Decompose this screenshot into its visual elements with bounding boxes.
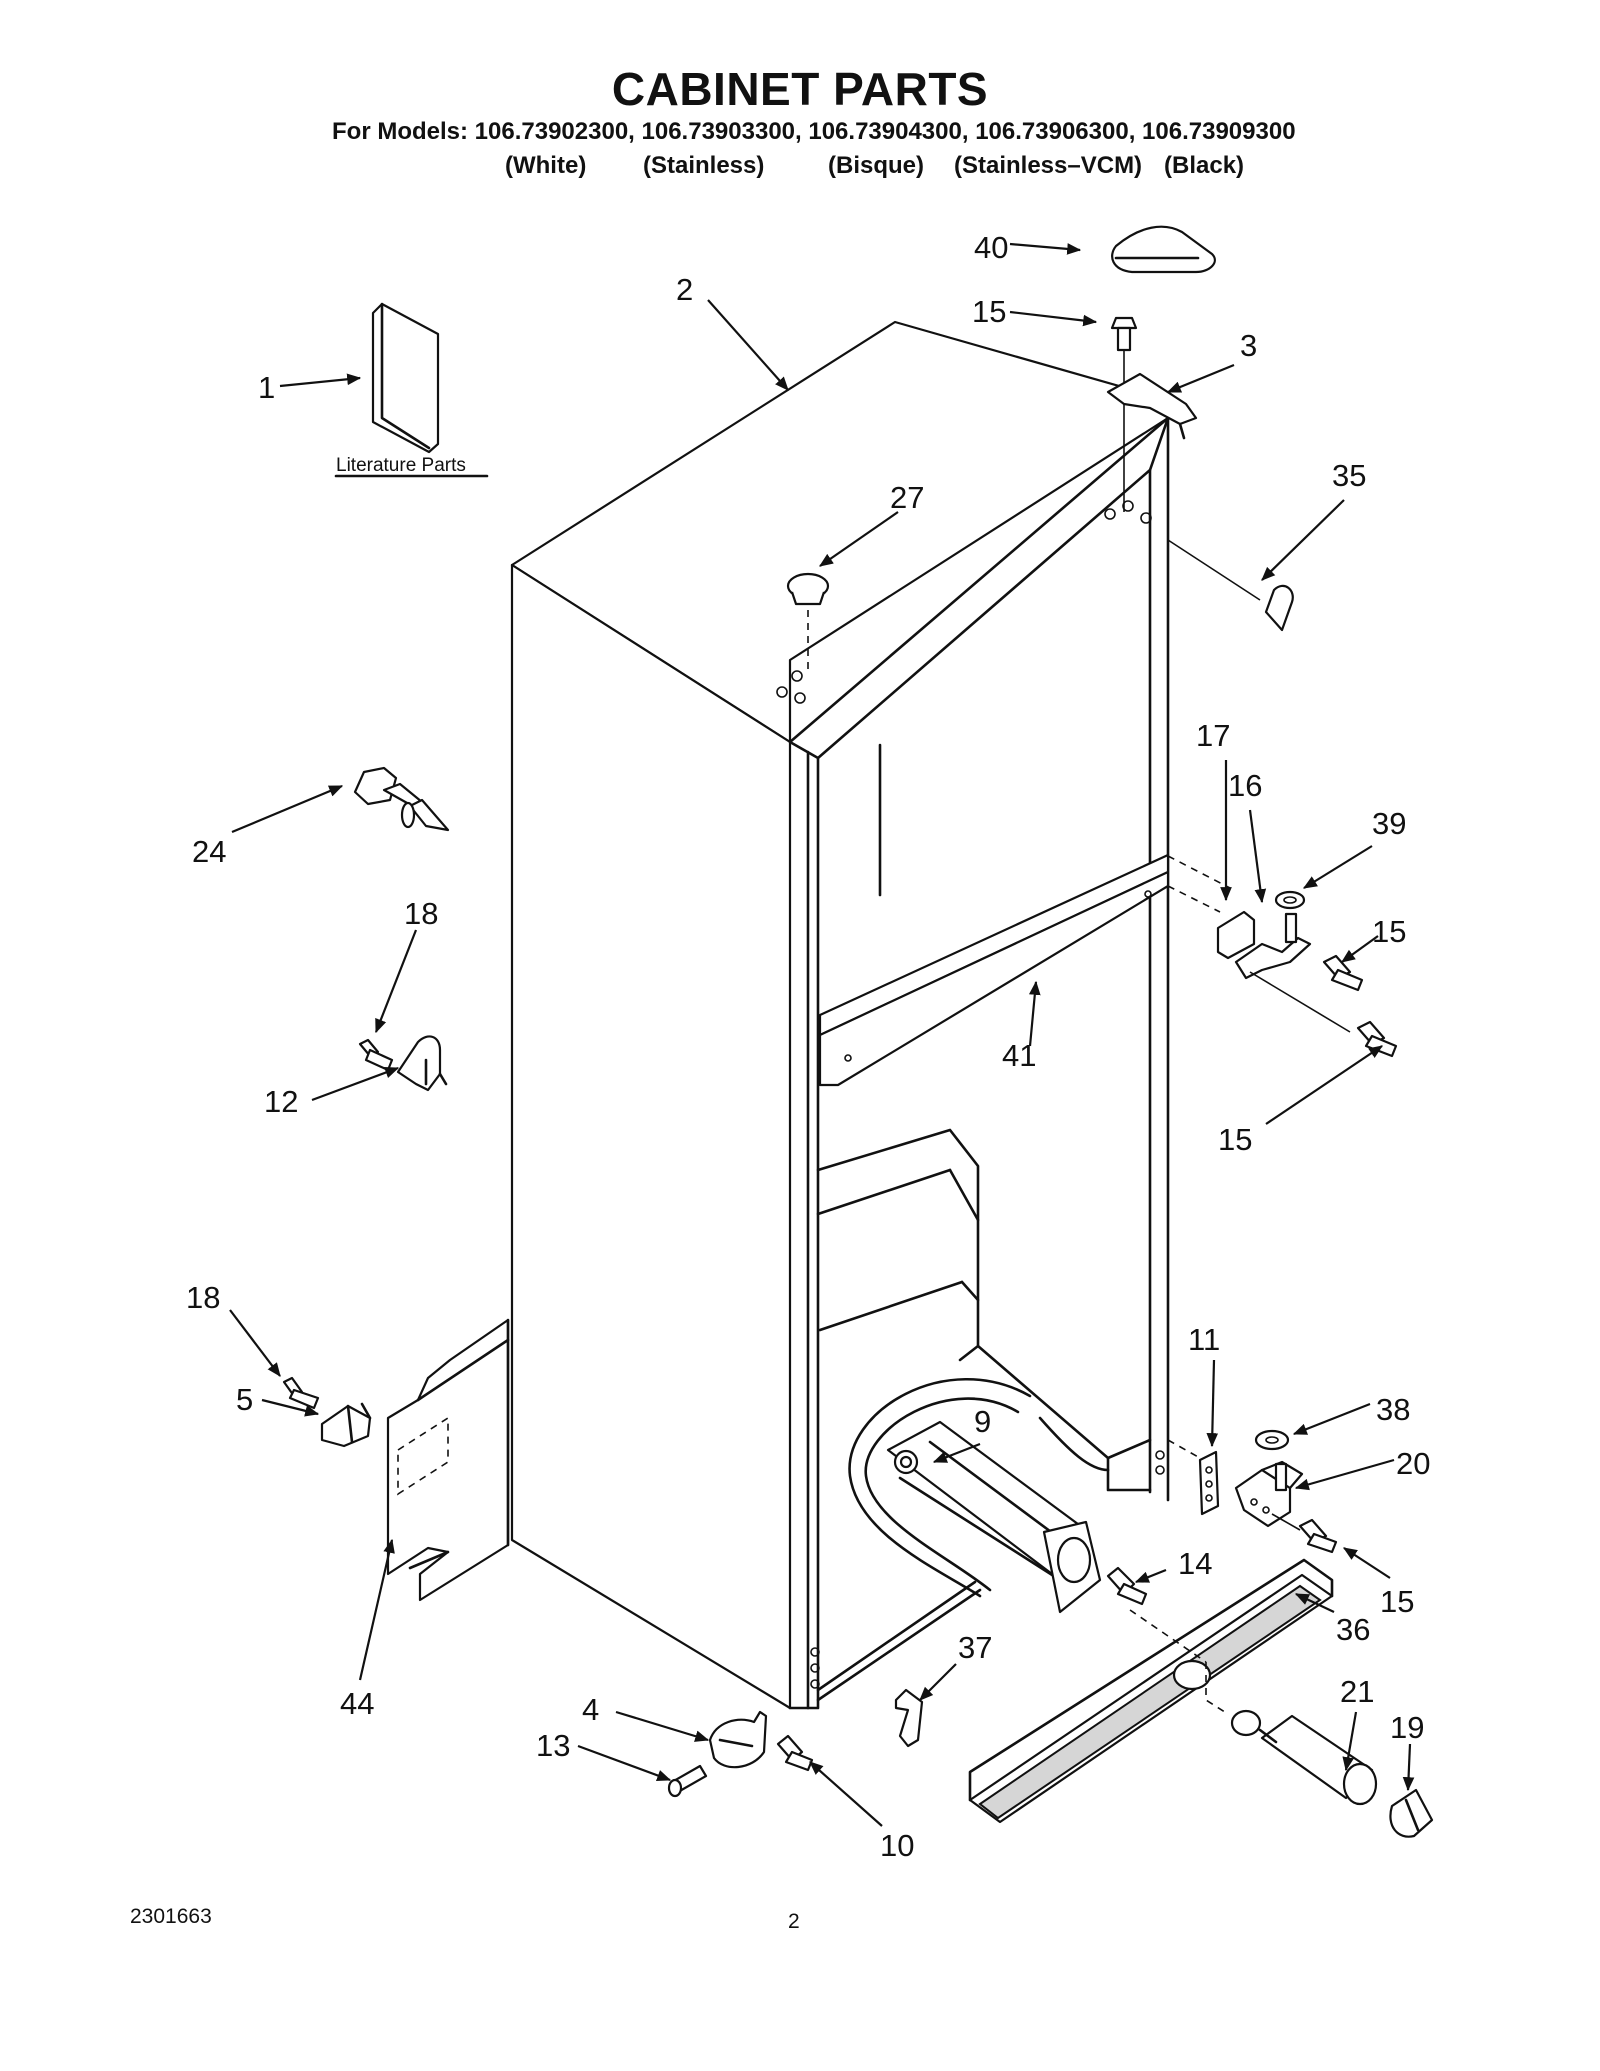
hinge-screw xyxy=(1249,954,1398,1058)
callout-17: 17 xyxy=(1196,718,1230,753)
callout-1: 1 xyxy=(258,370,275,405)
hinge-screw xyxy=(1110,316,1138,512)
document-number: 2301663 xyxy=(130,1905,212,1928)
callout-11: 11 xyxy=(1188,1322,1220,1357)
housing-screw xyxy=(1106,1566,1148,1606)
models-label: For Models: xyxy=(332,118,468,145)
callout-14: 14 xyxy=(1178,1546,1212,1581)
model-number: 106.73909300 xyxy=(1142,118,1296,145)
callout-27: 27 xyxy=(890,480,924,515)
callout-16: 16 xyxy=(1228,768,1262,803)
callout-9: 9 xyxy=(974,1404,991,1439)
door-stop-screw xyxy=(282,1376,320,1410)
model-number: 106.73902300, xyxy=(474,118,635,145)
page-number: 2 xyxy=(788,1910,800,1933)
center-hinge xyxy=(1167,855,1312,980)
cabinet-shell xyxy=(510,320,1170,1710)
callout-19: 19 xyxy=(1390,1710,1424,1745)
literature-parts-label: Literature Parts xyxy=(336,455,466,476)
model-number: 106.73903300, xyxy=(641,118,802,145)
callout-39: 39 xyxy=(1372,806,1406,841)
callout-37: 37 xyxy=(958,1630,992,1665)
callout-12: 12 xyxy=(264,1084,298,1119)
cam-pin xyxy=(667,1764,708,1798)
model-color: (Stainless) xyxy=(643,152,765,179)
top-hinge xyxy=(1106,372,1198,440)
callout-24: 24 xyxy=(192,834,226,869)
callout-2: 2 xyxy=(676,272,693,307)
callout-18: 18 xyxy=(404,896,438,931)
page-title: CABINET PARTS xyxy=(611,63,989,115)
callout-5: 5 xyxy=(236,1382,253,1417)
callout-40: 40 xyxy=(974,230,1008,265)
callout-41: 41 xyxy=(1002,1038,1036,1073)
callout-3: 3 xyxy=(1240,328,1257,363)
top-plug xyxy=(786,572,830,670)
hinge-shim xyxy=(1167,1439,1220,1516)
callout-35: 35 xyxy=(1332,458,1366,493)
water-filter xyxy=(1230,1709,1378,1806)
hinge-washer xyxy=(1254,1429,1290,1451)
callout-44: 44 xyxy=(340,1686,374,1721)
model-number: 106.73906300, xyxy=(975,118,1136,145)
model-number: 106.73904300, xyxy=(808,118,969,145)
callout-4: 4 xyxy=(582,1692,599,1727)
tube-clip xyxy=(894,1688,924,1748)
door-stop-bracket xyxy=(396,1035,448,1092)
door-stop-screw xyxy=(358,1038,394,1072)
bottom-hinge xyxy=(1234,1460,1304,1528)
callout-labels: 1 2 3 4 5 9 10 11 12 13 14 15 15 15 15 1… xyxy=(186,230,1430,1863)
hinge-pin xyxy=(353,766,450,832)
hinge-trim xyxy=(1167,539,1294,632)
callout-18: 18 xyxy=(186,1280,220,1315)
leader-lines xyxy=(229,242,1415,1827)
callout-15: 15 xyxy=(1380,1584,1414,1619)
callout-38: 38 xyxy=(1376,1392,1410,1427)
hinge-screw xyxy=(1271,1513,1338,1554)
filter-cover xyxy=(968,1558,1334,1824)
callout-15: 15 xyxy=(1218,1122,1252,1157)
filter-cap xyxy=(1389,1788,1434,1838)
door-stop-bracket xyxy=(320,1402,372,1448)
hinge-cover xyxy=(1111,225,1216,274)
model-list: For Models: 106.73902300, 106.73903300, … xyxy=(332,118,1296,146)
callout-15: 15 xyxy=(1372,914,1406,949)
callout-36: 36 xyxy=(1336,1612,1370,1647)
callout-20: 20 xyxy=(1396,1446,1430,1481)
callout-10: 10 xyxy=(880,1828,914,1863)
model-color: (White) xyxy=(505,152,587,179)
literature-booklet xyxy=(334,302,489,478)
callout-15: 15 xyxy=(972,294,1006,329)
model-color: (Black) xyxy=(1164,152,1245,179)
model-color: (Bisque) xyxy=(828,152,924,179)
callout-21: 21 xyxy=(1340,1674,1374,1709)
cam-screw xyxy=(776,1734,814,1772)
side-bracket xyxy=(386,1318,510,1602)
callout-13: 13 xyxy=(536,1728,570,1763)
model-color: (Stainless–VCM) xyxy=(954,152,1143,179)
mullion-bar xyxy=(818,853,1170,1087)
door-closing-cam xyxy=(708,1710,768,1769)
